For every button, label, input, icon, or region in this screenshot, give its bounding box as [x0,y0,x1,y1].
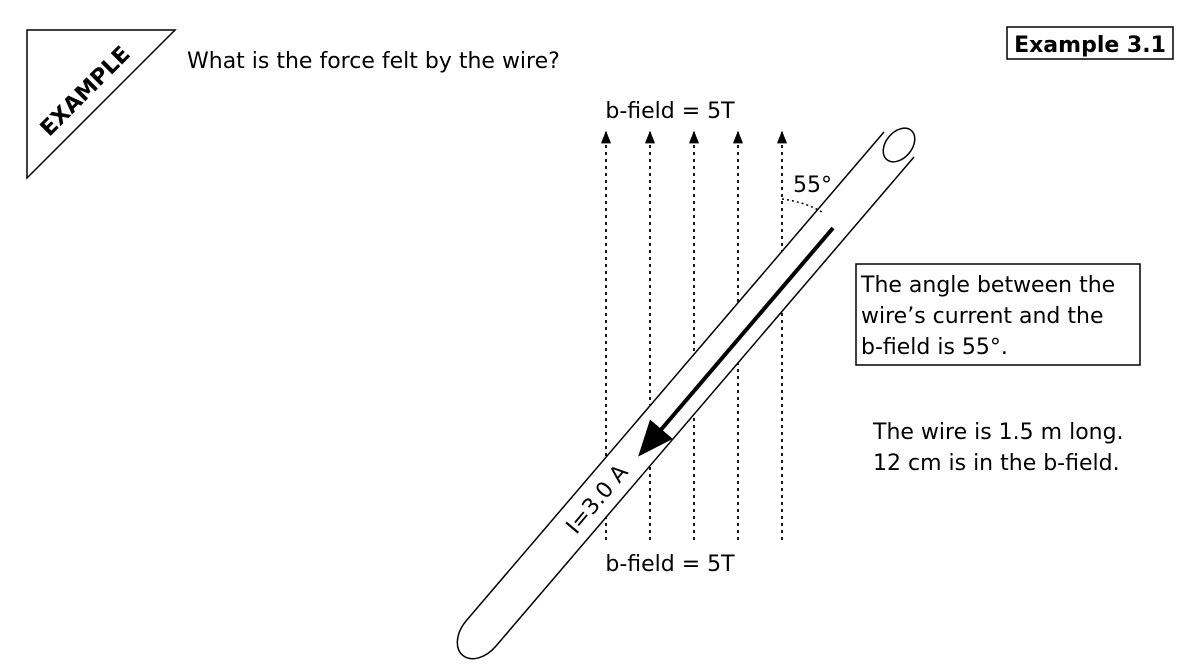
info-line: wire’s current and the [861,304,1104,329]
angle-arc [781,198,823,213]
wire-body [456,131,915,660]
example-number: Example 3.1 [1014,33,1166,58]
info-box-frame [855,263,1141,366]
example-number-frame [1006,26,1174,60]
wire-end-cap [882,127,916,163]
badge-triangle [26,29,177,180]
wire-note: The wire is 1.5 m long. 12 cm is in the … [872,420,1124,476]
field-label-top: b-field = 5T [605,99,735,124]
info-line: The angle between the [860,273,1115,298]
info-line: b-field is 55°. [861,335,1008,360]
question-text: What is the force felt by the wire? [187,49,560,74]
example-number-box: Example 3.1 [1006,26,1174,60]
field-label-bottom: b-field = 5T [605,552,735,577]
angle-label: 55° [793,173,832,198]
current-arrow [638,226,835,457]
example-badge: EXAMPLE [26,29,177,180]
info-box: The angle between the wire’s current and… [855,263,1141,366]
wire-note-line: 12 cm is in the b-field. [873,451,1120,476]
wire [456,127,916,660]
wire-note-line: The wire is 1.5 m long. [872,420,1124,445]
